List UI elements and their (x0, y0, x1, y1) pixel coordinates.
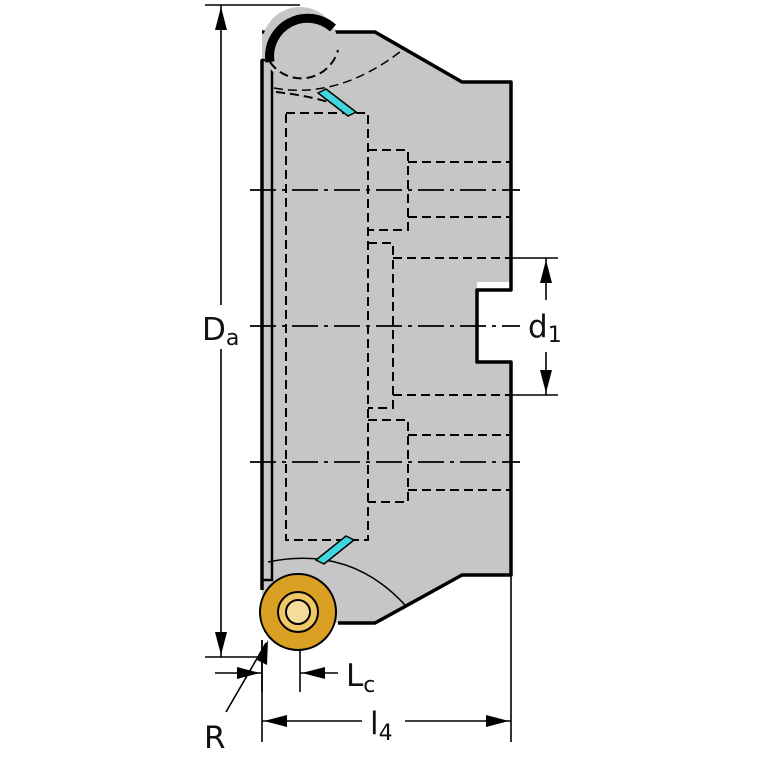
r-leader (225, 642, 267, 713)
d1-label: d1 (528, 309, 562, 348)
bottom-insert (259, 557, 406, 651)
coolant-channel-bottom (314, 535, 356, 565)
dimension-d1: d1 (511, 257, 562, 396)
dimension-l4: l4 (261, 575, 512, 746)
top-insert-pocket-arc (273, 47, 406, 91)
body-silhouette (262, 32, 511, 623)
dimension-da: Da (198, 4, 300, 658)
r-label: R (204, 720, 226, 756)
coolant-channel-top (316, 88, 358, 117)
dimension-r: R (204, 640, 268, 756)
hidden-bot-pocket (368, 419, 409, 503)
l4-arrow-right (486, 715, 509, 727)
hidden-bot-bolt (408, 434, 511, 491)
da-arrow-top (215, 7, 227, 30)
cutter-body (260, 30, 513, 625)
bottom-pocket-arc (267, 557, 406, 606)
hidden-mid-bore (393, 257, 511, 396)
hidden-top-pocket (368, 149, 409, 231)
hidden-top-bolt (408, 161, 511, 218)
lc-arrow-right (302, 667, 325, 679)
r-arrow (257, 640, 268, 665)
l4-label: l4 (370, 706, 393, 746)
hidden-mid-pocket (368, 242, 394, 409)
da-label: Da (202, 312, 239, 351)
bottom-insert-screw (285, 599, 311, 625)
da-arrow-bottom (215, 632, 227, 655)
top-insert-hidden-edge (269, 49, 339, 80)
top-insert-dark-rim (265, 13, 337, 63)
d1-arrow-bottom (540, 370, 552, 393)
l4-arrow-left (264, 715, 287, 727)
lc-label: Lc (346, 658, 375, 698)
coolant-channels (314, 88, 358, 565)
d1-arrow-top (540, 260, 552, 283)
da-label-bg (198, 305, 244, 349)
top-insert (262, 7, 406, 91)
center-lines (250, 189, 520, 463)
dimension-lc: Lc (215, 640, 375, 698)
